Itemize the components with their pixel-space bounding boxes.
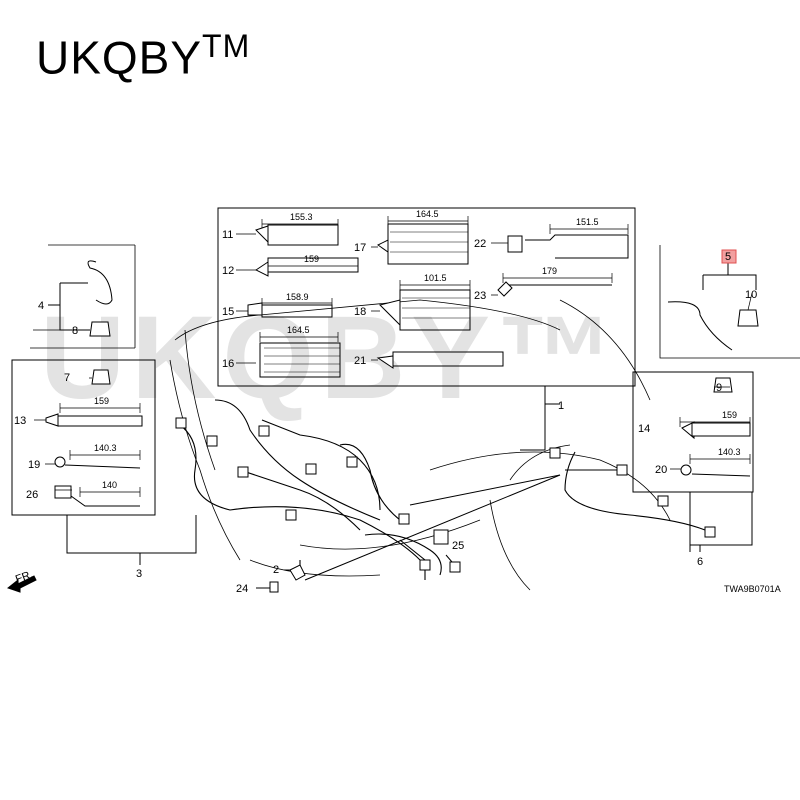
- callout-24: 24: [236, 583, 248, 595]
- dim-15: 158.9: [286, 292, 309, 302]
- front-arrow-icon: [6, 575, 37, 593]
- dim-26: 140: [102, 480, 117, 490]
- callout-18: 18: [354, 306, 366, 318]
- dim-23: 179: [542, 266, 557, 276]
- dim-17: 164.5: [416, 209, 439, 219]
- callout-4: 4: [38, 300, 44, 312]
- clips-group-box-6: [632, 371, 754, 493]
- dim-22: 151.5: [576, 217, 599, 227]
- dim-14: 159: [722, 410, 737, 420]
- callout-25: 25: [452, 540, 464, 552]
- vehicle-outline: [169, 299, 671, 591]
- diagram-code: TWA9B0701A: [724, 584, 781, 594]
- dim-11: 155.3: [290, 212, 313, 222]
- front-label: FR.: [14, 568, 35, 585]
- callout-8: 8: [72, 325, 78, 337]
- dim-16: 164.5: [287, 325, 310, 335]
- dim-13: 159: [94, 396, 109, 406]
- callout-12: 12: [222, 265, 234, 277]
- callout-26: 26: [26, 489, 38, 501]
- callout-20: 20: [655, 464, 667, 476]
- callout-13: 13: [14, 415, 26, 427]
- callout-11: 11: [222, 229, 233, 241]
- dim-19: 140.3: [94, 443, 117, 453]
- callout-23: 23: [474, 290, 486, 302]
- dimension-lines: [59, 216, 751, 497]
- callout-16: 16: [222, 358, 234, 370]
- callout-14: 14: [638, 423, 650, 435]
- callout-6: 6: [697, 556, 703, 568]
- callout-17: 17: [354, 242, 366, 254]
- dim-20: 140.3: [718, 447, 741, 457]
- dim-18: 101.5: [424, 273, 447, 283]
- callout-10: 10: [745, 289, 757, 301]
- callout-3: 3: [136, 568, 142, 580]
- clip-strips: [259, 223, 629, 378]
- callout-7: 7: [64, 372, 70, 384]
- clips-group-box: [217, 207, 636, 387]
- brand-logo-text: UKQBYTM: [36, 28, 251, 84]
- clips-group-box-3: [11, 359, 156, 516]
- callout-2: 2: [273, 564, 279, 576]
- callout-21: 21: [354, 355, 366, 367]
- callout-9: 9: [716, 382, 722, 394]
- callout-5: 5: [725, 251, 731, 263]
- dim-12: 159: [304, 254, 319, 264]
- callout-15: 15: [222, 306, 234, 318]
- callout-22: 22: [474, 238, 486, 250]
- callout-1: 1: [558, 400, 564, 412]
- callout-19: 19: [28, 459, 40, 471]
